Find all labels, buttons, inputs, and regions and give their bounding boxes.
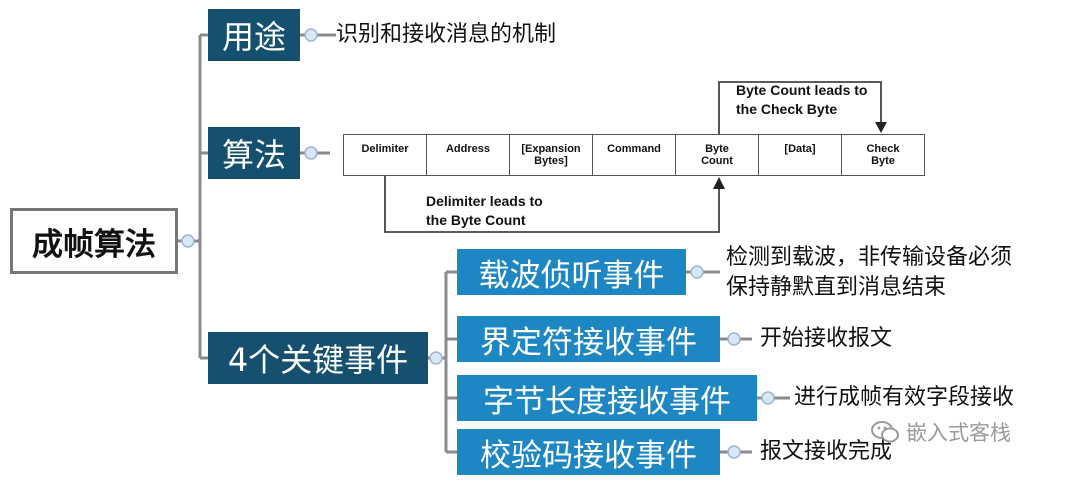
note-top-line-2: the Check Byte: [736, 101, 838, 117]
frame-field-data: [Data]: [759, 135, 842, 175]
frame-field-delimiter: Delimiter: [344, 135, 427, 175]
topic-algorithm: 算法: [208, 127, 300, 179]
event-byte-length-received: 字节长度接收事件: [457, 375, 757, 421]
note-byte-count-to-check: Byte Count leads to the Check Byte: [736, 81, 867, 119]
topic-key-events: 4个关键事件: [208, 332, 428, 384]
frame-field-command: Command: [593, 135, 676, 175]
frame-field-line: Byte: [705, 143, 729, 155]
event-delimiter-received: 界定符接收事件: [457, 316, 720, 362]
event-checksum-received: 校验码接收事件: [457, 429, 720, 475]
watermark-text: 嵌入式客栈: [906, 421, 1011, 445]
event-carrier-sense-leaf: 检测到载波，非传输设备必须 保持静默直到消息结束: [726, 243, 1012, 303]
frame-field-label: Address: [445, 143, 491, 155]
topic-purpose: 用途: [208, 9, 300, 61]
event-carrier-sense: 载波侦听事件: [457, 249, 686, 295]
frame-field-line: Count: [701, 155, 733, 167]
leaf-line: 检测到载波，非传输设备必须: [726, 245, 1013, 270]
frame-field-label: [Data]: [784, 143, 816, 155]
note-bottom-line-2: the Byte Count: [426, 212, 526, 228]
watermark: 嵌入式客栈: [870, 417, 1011, 447]
wechat-icon: [871, 421, 899, 443]
frame-field-line: Bytes]: [534, 155, 568, 167]
frame-field-line: [Expansion: [521, 143, 581, 155]
frame-field-line: Check: [866, 143, 900, 155]
note-delimiter-to-byte-count: Delimiter leads to the Byte Count: [426, 192, 543, 230]
event-byte-length-leaf: 进行成帧有效字段接收: [794, 385, 1015, 410]
event-delimiter-leaf: 开始接收报文: [760, 326, 893, 351]
leaf-line: 保持静默直到消息结束: [726, 275, 947, 300]
purpose-leaf: 识别和接收消息的机制: [336, 22, 557, 47]
frame-field-label: Delimiter: [361, 143, 409, 155]
note-bottom-line-1: Delimiter leads to: [426, 193, 543, 209]
note-top-line-1: Byte Count leads to: [736, 82, 868, 98]
frame-field-label: Command: [607, 143, 661, 155]
frame-field-line: Byte: [871, 155, 895, 167]
event-checksum-leaf: 报文接收完成: [760, 439, 893, 464]
root-topic: 成帧算法: [10, 208, 178, 274]
frame-field-address: Address: [427, 135, 510, 175]
